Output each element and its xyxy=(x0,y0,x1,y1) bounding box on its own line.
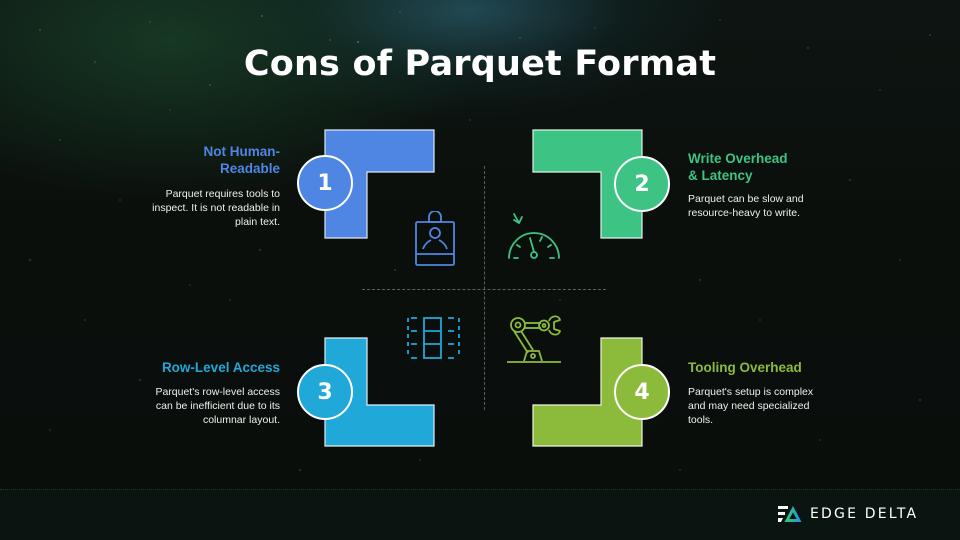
item-3-description: Parquet's row-level access can be ineffi… xyxy=(155,386,280,426)
column-rows-icon xyxy=(407,317,460,359)
item-1-heading-line2: Readable xyxy=(219,161,280,176)
item-1-text: Not Human- Readable Parquet requires too… xyxy=(130,143,280,229)
item-1-number: 1 xyxy=(317,170,333,196)
item-3-shape xyxy=(324,337,435,447)
item-2-number-badge: 2 xyxy=(614,156,670,212)
item-2-text: Write Overhead & Latency Parquet can be … xyxy=(688,150,828,220)
item-3-number-badge: 3 xyxy=(297,364,353,420)
id-badge-icon xyxy=(415,211,455,266)
item-1-heading: Not Human- Readable xyxy=(130,143,281,177)
robotic-arm-icon xyxy=(507,315,561,363)
item-1-description: Parquet requires tools to inspect. It is… xyxy=(152,188,280,228)
item-3-number: 3 xyxy=(317,379,333,405)
item-4-description: Parquet's setup is complex and may need … xyxy=(688,386,814,426)
footer-band xyxy=(0,489,960,540)
logo-text: EDGE DELTA xyxy=(810,506,919,522)
speedometer-icon xyxy=(508,213,560,259)
item-2-number: 2 xyxy=(634,171,650,197)
vertical-divider xyxy=(484,166,485,410)
item-3-text: Row-Level Access Parquet's row-level acc… xyxy=(130,359,280,427)
item-1-number-badge: 1 xyxy=(297,155,353,211)
page-title: Cons of Parquet Format xyxy=(243,44,717,84)
item-1-shape xyxy=(324,129,435,239)
item-2-description: Parquet can be slow and resource-heavy t… xyxy=(688,193,804,219)
item-4-shape xyxy=(532,337,643,447)
item-4-number-badge: 4 xyxy=(614,364,670,420)
item-2-shape xyxy=(532,129,643,239)
item-4-heading: Tooling Overhead xyxy=(688,360,802,375)
item-2-heading-line2: & Latency xyxy=(688,168,753,183)
item-2-heading: Write Overhead & Latency xyxy=(688,150,828,184)
item-4-number: 4 xyxy=(634,379,650,405)
item-3-heading: Row-Level Access xyxy=(161,360,280,375)
item-1-heading-line1: Not Human- xyxy=(203,144,281,159)
item-4-text: Tooling Overhead Parquet's setup is comp… xyxy=(688,359,828,427)
item-2-heading-line1: Write Overhead xyxy=(688,151,788,166)
edge-delta-logo: EDGE DELTA xyxy=(778,505,918,523)
edge-delta-logo-icon xyxy=(778,506,802,522)
